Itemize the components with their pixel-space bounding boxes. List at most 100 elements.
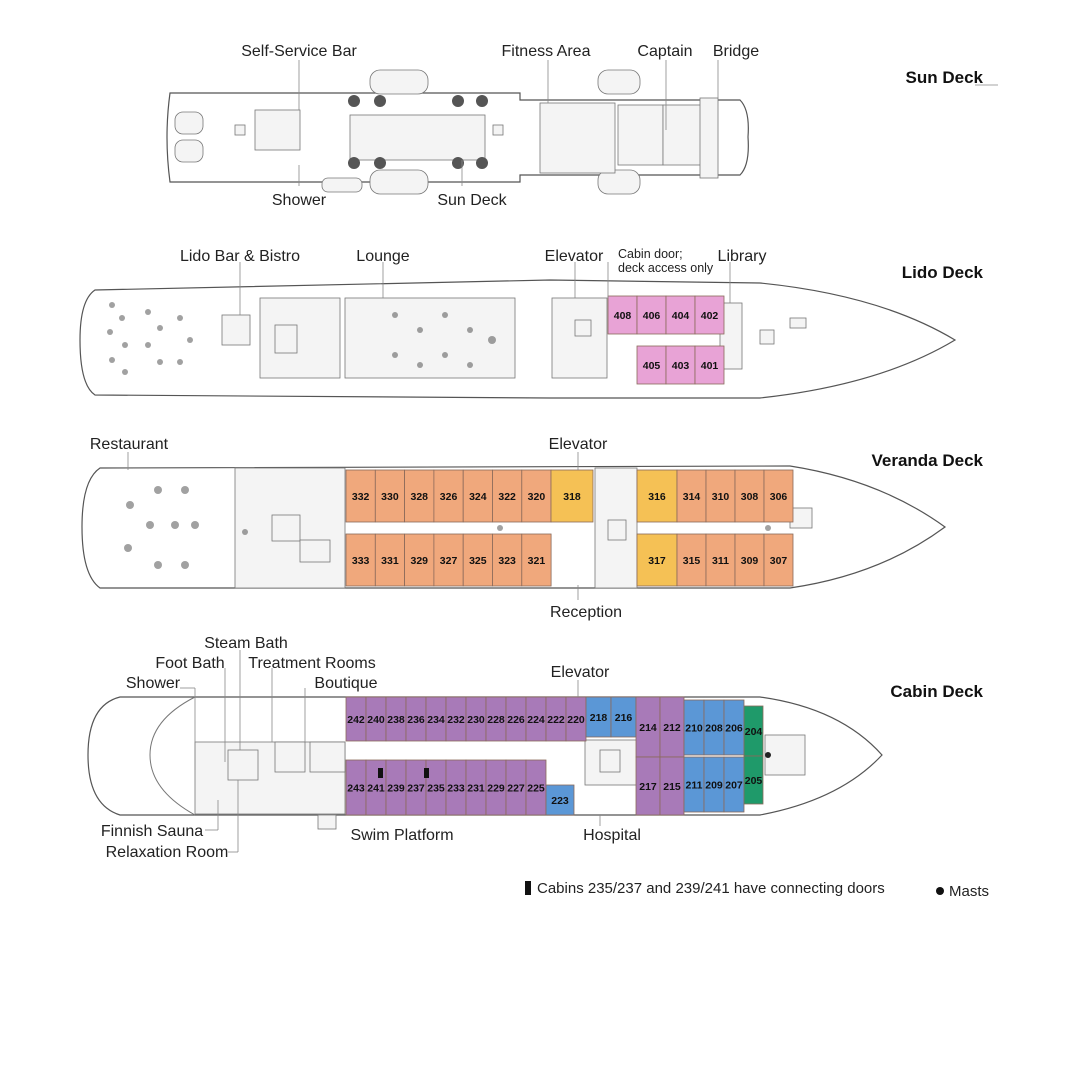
cabin-311	[705, 533, 736, 587]
cabin-number-329: 329	[410, 555, 428, 567]
cabin-number-232: 232	[447, 714, 465, 726]
cabin-number-311: 311	[712, 555, 729, 567]
label-elevator: Elevator	[545, 248, 604, 265]
cabin-number-404: 404	[672, 310, 690, 322]
label-cabin-door-1: Cabin door;	[618, 247, 683, 261]
cabin-number-228: 228	[487, 714, 505, 726]
cabin-331	[374, 533, 405, 587]
label-sun-deck-area: Sun Deck	[437, 192, 507, 209]
cabin-number-217: 217	[639, 781, 657, 793]
cabin-404	[665, 295, 696, 335]
cabin-216	[610, 696, 637, 738]
cabin-number-406: 406	[643, 310, 661, 322]
cabin-322	[492, 469, 523, 523]
cabin-318	[550, 469, 594, 523]
cabin-number-207: 207	[725, 780, 743, 792]
cabin-number-310: 310	[712, 491, 730, 503]
cabin-number-212: 212	[663, 722, 681, 734]
deck-name-lido: Lido Deck	[902, 263, 984, 282]
cabin-223	[545, 784, 575, 816]
cabin-number-223: 223	[551, 795, 569, 807]
cabin-329	[404, 533, 435, 587]
label-fitness-area: Fitness Area	[502, 43, 591, 60]
cabin-323	[492, 533, 523, 587]
cabin-number-235: 235	[427, 783, 445, 795]
label-swim-platform: Swim Platform	[350, 827, 453, 844]
deck-name-cabin: Cabin Deck	[890, 682, 983, 701]
cabin-321	[521, 533, 552, 587]
cabin-number-216: 216	[615, 712, 633, 724]
cabin-328	[404, 469, 435, 523]
cabin-308	[734, 469, 765, 523]
label-elevator-cabin: Elevator	[551, 664, 610, 681]
cabin-number-309: 309	[741, 555, 759, 567]
cabin-324	[462, 469, 493, 523]
label-captain: Captain	[637, 43, 692, 60]
label-hospital: Hospital	[583, 827, 641, 844]
cabin-number-317: 317	[648, 555, 666, 567]
cabin-217	[635, 756, 661, 816]
cabin-number-306: 306	[770, 491, 788, 503]
cabin-408	[607, 295, 638, 335]
cabin-number-229: 229	[487, 783, 505, 795]
cabin-number-206: 206	[725, 723, 743, 735]
cabin-number-215: 215	[663, 781, 681, 793]
label-cabin-door-2: deck access only	[618, 261, 714, 275]
label-self-service-bar: Self-Service Bar	[241, 43, 357, 60]
label-elevator-veranda: Elevator	[549, 436, 608, 453]
label-boutique: Boutique	[314, 675, 377, 692]
cabin-number-237: 237	[407, 783, 425, 795]
label-lounge: Lounge	[356, 248, 409, 265]
cabin-number-322: 322	[498, 491, 516, 503]
cabin-332	[345, 469, 376, 523]
cabin-number-243: 243	[347, 783, 365, 795]
cabin-number-214: 214	[639, 722, 657, 734]
cabin-number-224: 224	[527, 714, 545, 726]
label-finnish-sauna: Finnish Sauna	[101, 823, 203, 840]
label-restaurant: Restaurant	[90, 436, 169, 453]
cabin-406	[636, 295, 667, 335]
cabin-number-210: 210	[685, 723, 703, 735]
cabin-218	[585, 696, 612, 738]
deck-name-sun: Sun Deck	[906, 68, 984, 87]
cabin-309	[734, 533, 765, 587]
cabin-number-402: 402	[701, 310, 719, 322]
cabin-number-316: 316	[648, 491, 666, 503]
cabin-number-403: 403	[672, 360, 690, 372]
connecting-door-legend-icon	[525, 881, 531, 895]
mast-legend-icon	[936, 887, 944, 895]
cabin-number-324: 324	[469, 491, 487, 503]
label-reception: Reception	[550, 604, 622, 621]
cabin-205	[743, 755, 764, 805]
cabin-405	[636, 345, 667, 385]
cabin-number-231: 231	[467, 783, 485, 795]
cabin-306	[763, 469, 794, 523]
deck-name-veranda: Veranda Deck	[871, 451, 983, 470]
cabin-number-242: 242	[347, 714, 365, 726]
label-steam-bath: Steam Bath	[204, 635, 288, 652]
label-library: Library	[718, 248, 767, 265]
cabin-316	[636, 469, 678, 523]
cabin-number-320: 320	[528, 491, 546, 503]
cabin-number-408: 408	[614, 310, 632, 322]
cabin-number-333: 333	[352, 555, 370, 567]
cabin-number-208: 208	[705, 723, 723, 735]
cabin-number-205: 205	[745, 775, 763, 787]
cabin-number-211: 211	[686, 780, 703, 792]
cabin-307	[763, 533, 794, 587]
cabin-number-314: 314	[683, 491, 701, 503]
cabin-number-225: 225	[527, 783, 545, 795]
legend-connecting-doors-text: Cabins 235/237 and 239/241 have connecti…	[537, 880, 885, 897]
cabin-number-226: 226	[507, 714, 525, 726]
label-shower-cabin: Shower	[126, 675, 181, 692]
cabin-number-240: 240	[367, 714, 385, 726]
mast-dot	[765, 752, 771, 758]
cabin-number-331: 331	[381, 555, 399, 567]
cabin-number-330: 330	[381, 491, 399, 503]
cabin-number-405: 405	[643, 360, 661, 372]
